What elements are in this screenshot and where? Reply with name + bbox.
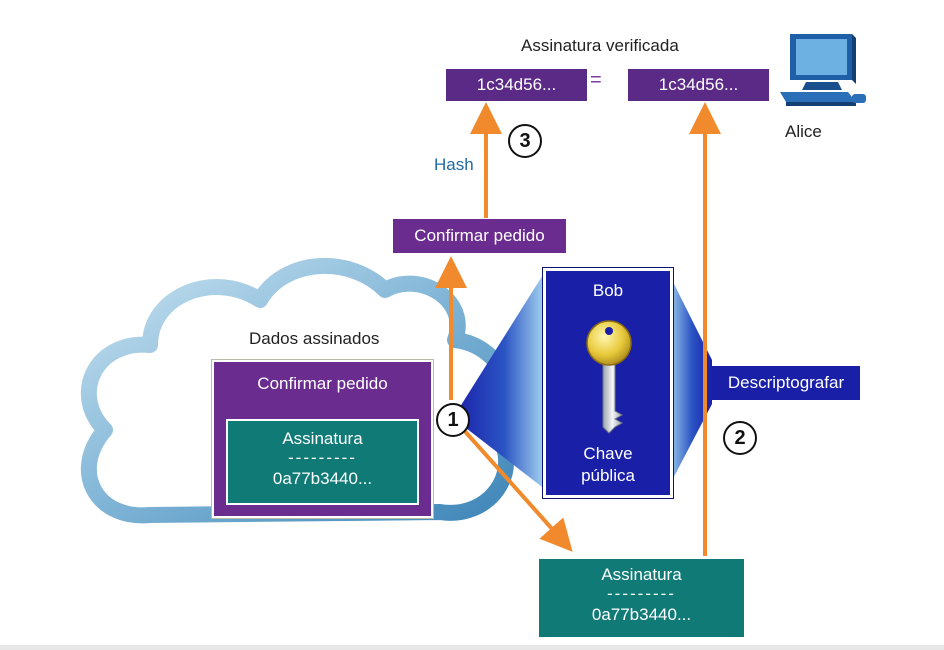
signed-document-title: Confirmar pedido <box>257 374 388 393</box>
alice-label: Alice <box>785 122 822 141</box>
signed-data-label: Dados assinados <box>249 329 380 348</box>
step-3-badge: 3 <box>508 124 542 158</box>
signature-block-title: Assinatura <box>282 429 363 448</box>
key-icon <box>582 319 636 435</box>
public-key-caption-line2: pública <box>581 466 635 485</box>
key-beam-left <box>453 270 546 490</box>
signature-block-dashes: --------- <box>288 448 357 467</box>
key-beam-right <box>667 270 712 490</box>
hash-label: Hash <box>434 155 474 174</box>
confirm-order-top-label: Confirmar pedido <box>414 226 545 245</box>
hash-computed-value: 1c34d56... <box>476 75 557 94</box>
detached-signature-dashes: --------- <box>607 584 676 603</box>
step-2-badge: 2 <box>723 421 757 455</box>
signature-block-value: 0a77b3440... <box>272 469 373 488</box>
detached-signature-box: Assinatura --------- 0a77b3440... <box>539 559 744 637</box>
bob-label: Bob <box>592 281 624 300</box>
detached-signature-value: 0a77b3440... <box>591 605 692 624</box>
computer-icon <box>776 30 872 112</box>
arrow-signature-down <box>451 416 573 552</box>
public-key-caption: Chave pública <box>546 443 670 487</box>
public-key-caption-line1: Chave <box>583 444 633 463</box>
verified-title: Assinatura verificada <box>521 36 679 55</box>
bottom-divider <box>0 645 944 650</box>
bob-public-key-panel: Bob Chave pública <box>543 268 673 498</box>
signed-document: Confirmar pedido Assinatura --------- 0a… <box>212 360 433 518</box>
decrypt-box: Descriptografar <box>712 366 860 400</box>
confirm-order-top-box: Confirmar pedido <box>393 219 566 253</box>
hash-decrypted-box: 1c34d56... <box>628 69 769 101</box>
hash-decrypted-value: 1c34d56... <box>658 75 739 94</box>
hash-computed-box: 1c34d56... <box>446 69 587 101</box>
step-1-badge: 1 <box>436 403 470 437</box>
equals-sign: = <box>590 69 602 91</box>
detached-signature-title: Assinatura <box>601 565 682 584</box>
signature-block: Assinatura --------- 0a77b3440... <box>226 419 419 505</box>
decrypt-label: Descriptografar <box>727 373 845 392</box>
